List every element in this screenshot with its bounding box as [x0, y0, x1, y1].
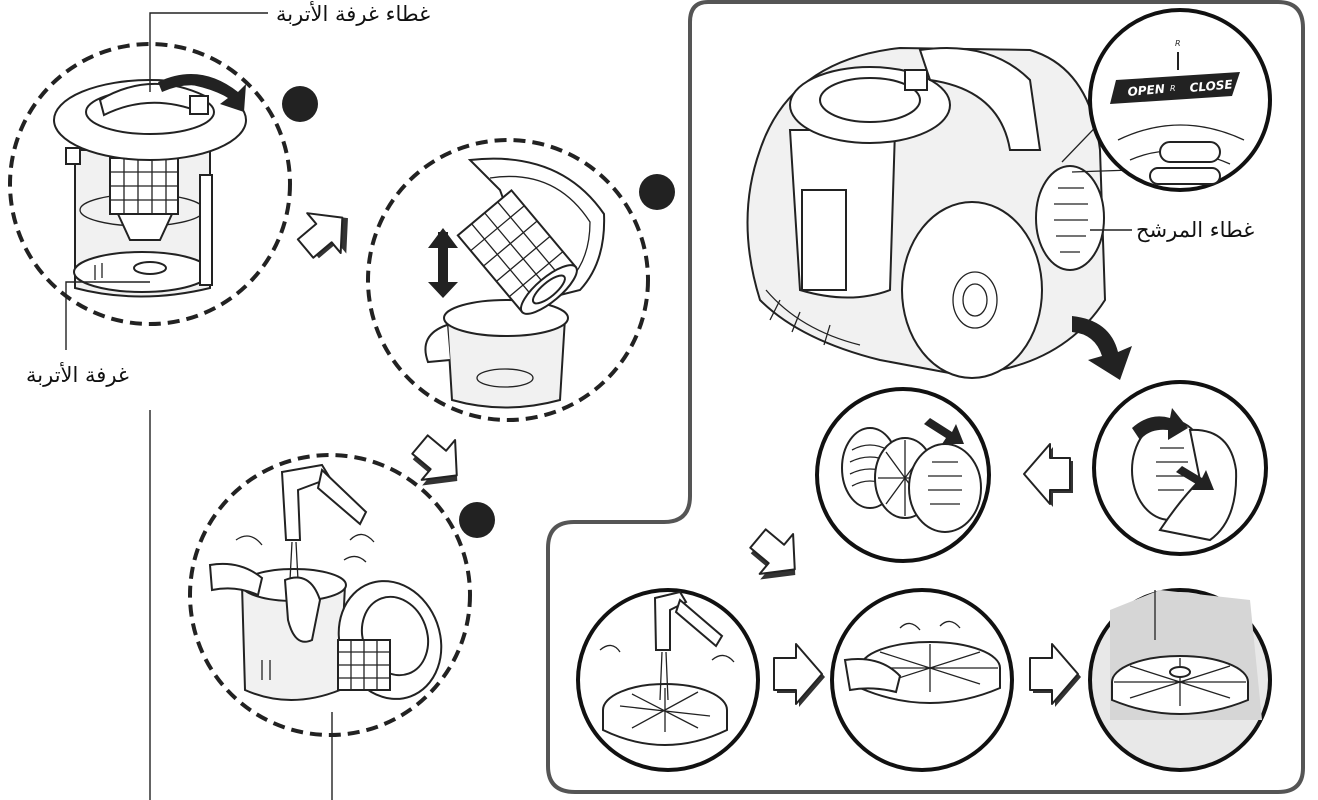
- vacuum-cleaner-illustration: [748, 48, 1106, 378]
- dial-r-top-label: R: [1175, 39, 1181, 48]
- dust-chamber-label: غرفة الأتربة: [26, 365, 129, 386]
- curved-down-arrow: [1072, 316, 1132, 380]
- step3-marker-dot: [459, 502, 495, 538]
- arrow-dry-to-shade: [1030, 644, 1081, 707]
- filter-shake-dry-view: [832, 590, 1012, 770]
- step1-marker-dot: [282, 86, 318, 122]
- filter-parts-view: [817, 389, 989, 561]
- filter-cover-twist-view: [1094, 382, 1266, 554]
- step-arrow-right-panel: [739, 519, 815, 595]
- step3-washing-view: [190, 455, 470, 735]
- filter-cover-label: غطاء المرشح: [1136, 220, 1254, 241]
- filter-dry-in-shade-view: [1090, 590, 1270, 770]
- step-arrow-1: [289, 195, 365, 271]
- dust-chamber-cover-label: غطاء غرفة الأتربة: [276, 4, 430, 25]
- step2-marker-dot: [639, 174, 675, 210]
- dial-r-mid-label: R: [1170, 84, 1176, 93]
- arrow-wash-to-dry: [774, 644, 825, 707]
- step2-filter-removal-view: [368, 140, 648, 420]
- filter-wash-view: [578, 590, 758, 770]
- step-arrow-2: [401, 425, 477, 501]
- left-arrow-between-circles: [1024, 444, 1073, 507]
